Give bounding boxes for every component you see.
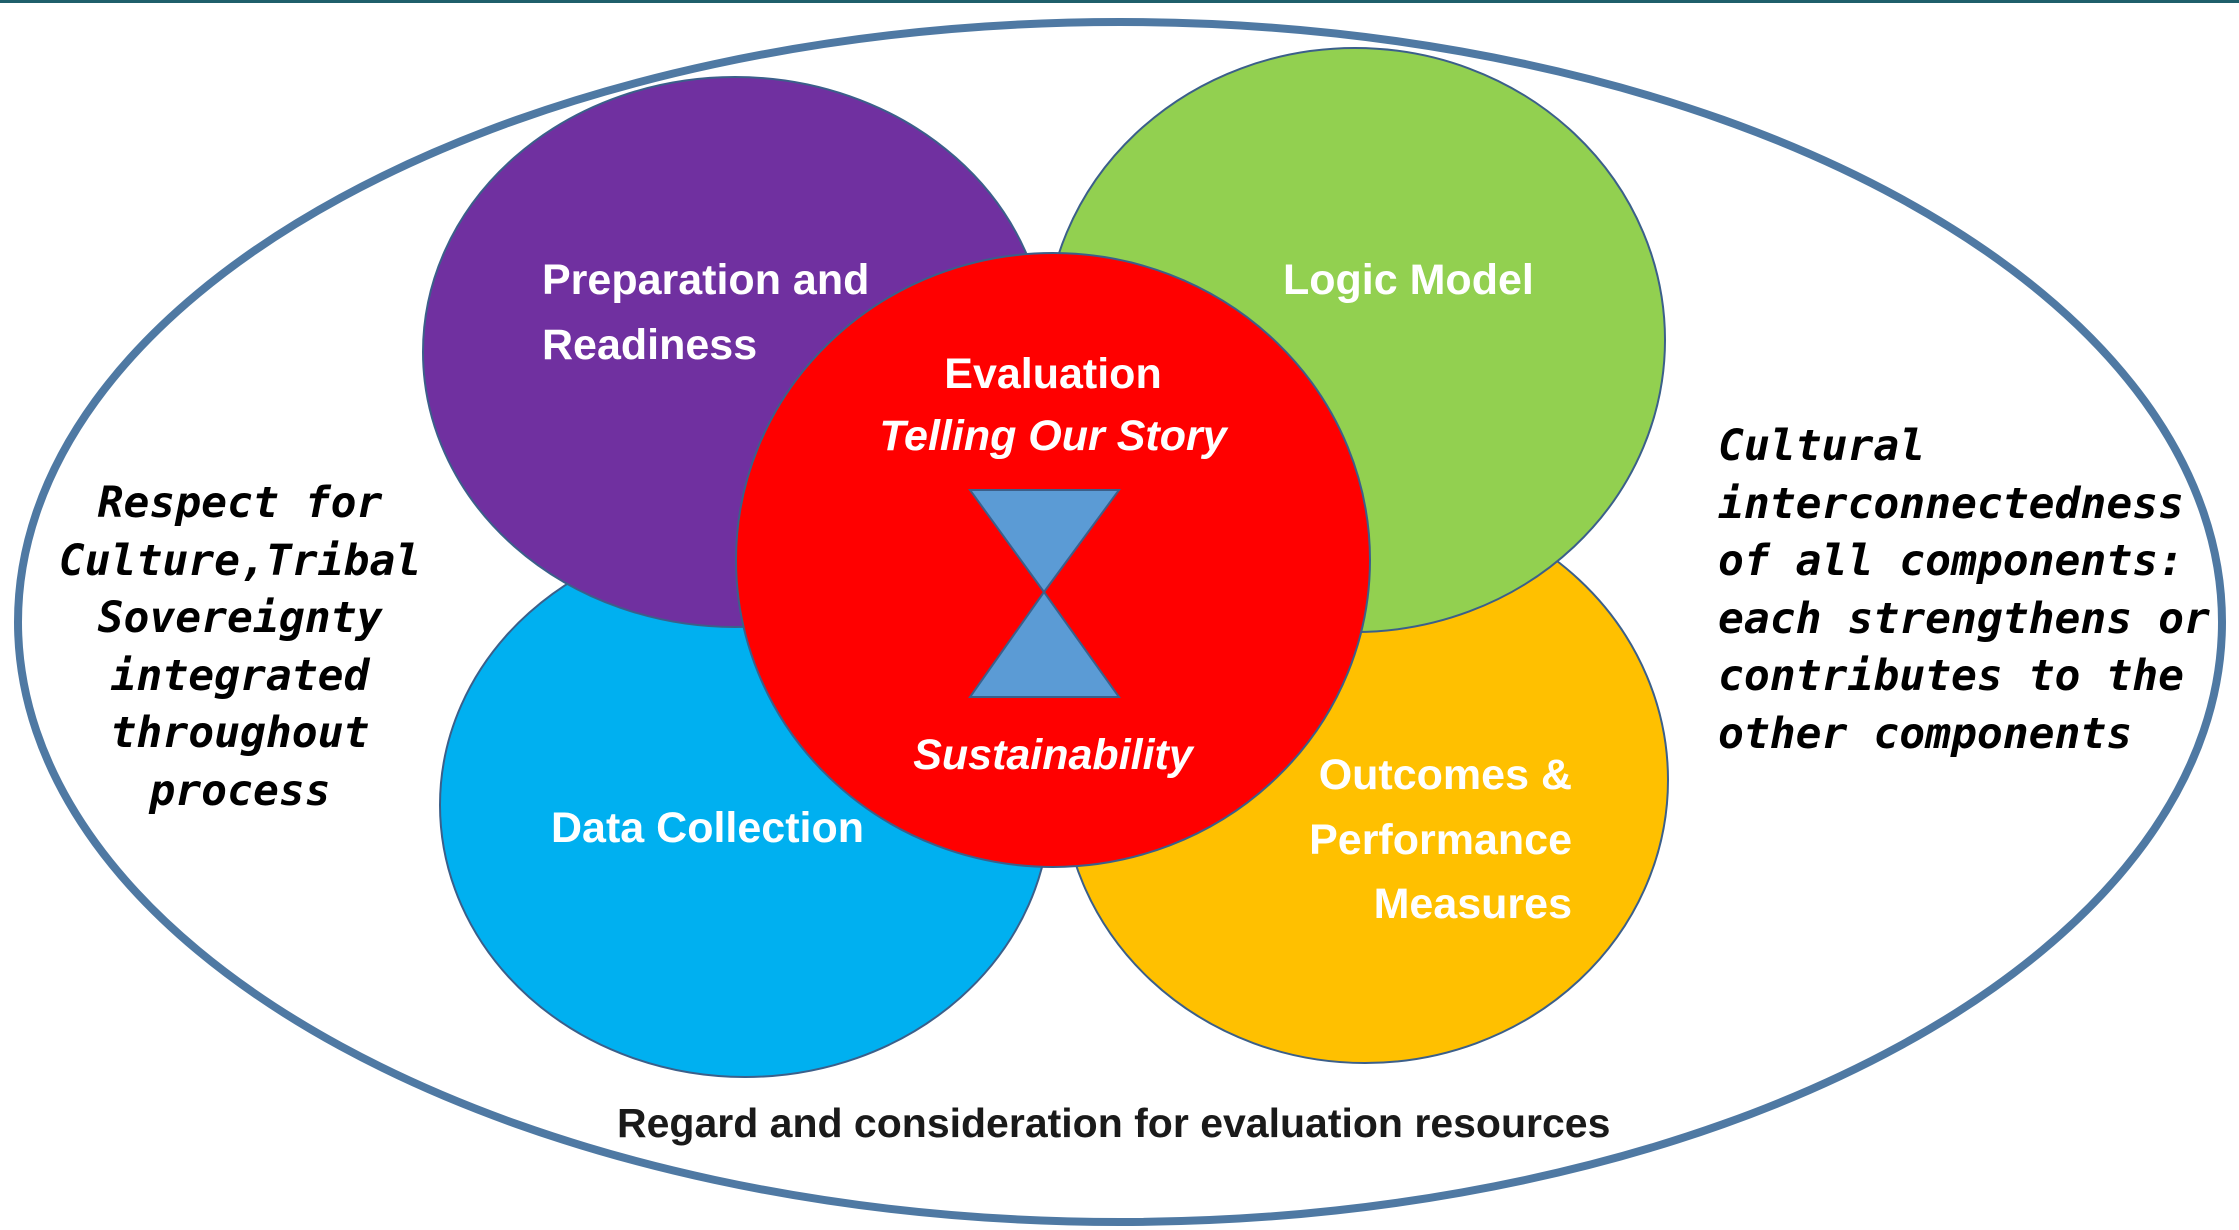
left-side-note: Respect for Culture,Tribal Sovereignty i… [58, 478, 422, 817]
center-title: Evaluation [944, 350, 1162, 398]
center-subtitle: Telling Our Story [879, 412, 1227, 460]
top-rule [0, 0, 2239, 3]
bottom-note: Regard and consideration for evaluation … [617, 1100, 1611, 1146]
hourglass-top [968, 489, 1121, 594]
label-preparation: Preparation and Readiness [542, 256, 870, 369]
label-logic-model: Logic Model [1283, 256, 1534, 304]
hourglass-bottom [968, 590, 1121, 698]
outer-ellipse [14, 18, 2226, 1226]
center-bottom-label: Sustainability [913, 731, 1193, 779]
label-outcomes: Outcomes & Performance Measures [1309, 751, 1572, 928]
label-data-collection: Data Collection [551, 804, 864, 852]
right-side-note: Cultural interconnectedness of all compo… [1718, 421, 2210, 760]
hourglass-icon [968, 489, 1121, 698]
